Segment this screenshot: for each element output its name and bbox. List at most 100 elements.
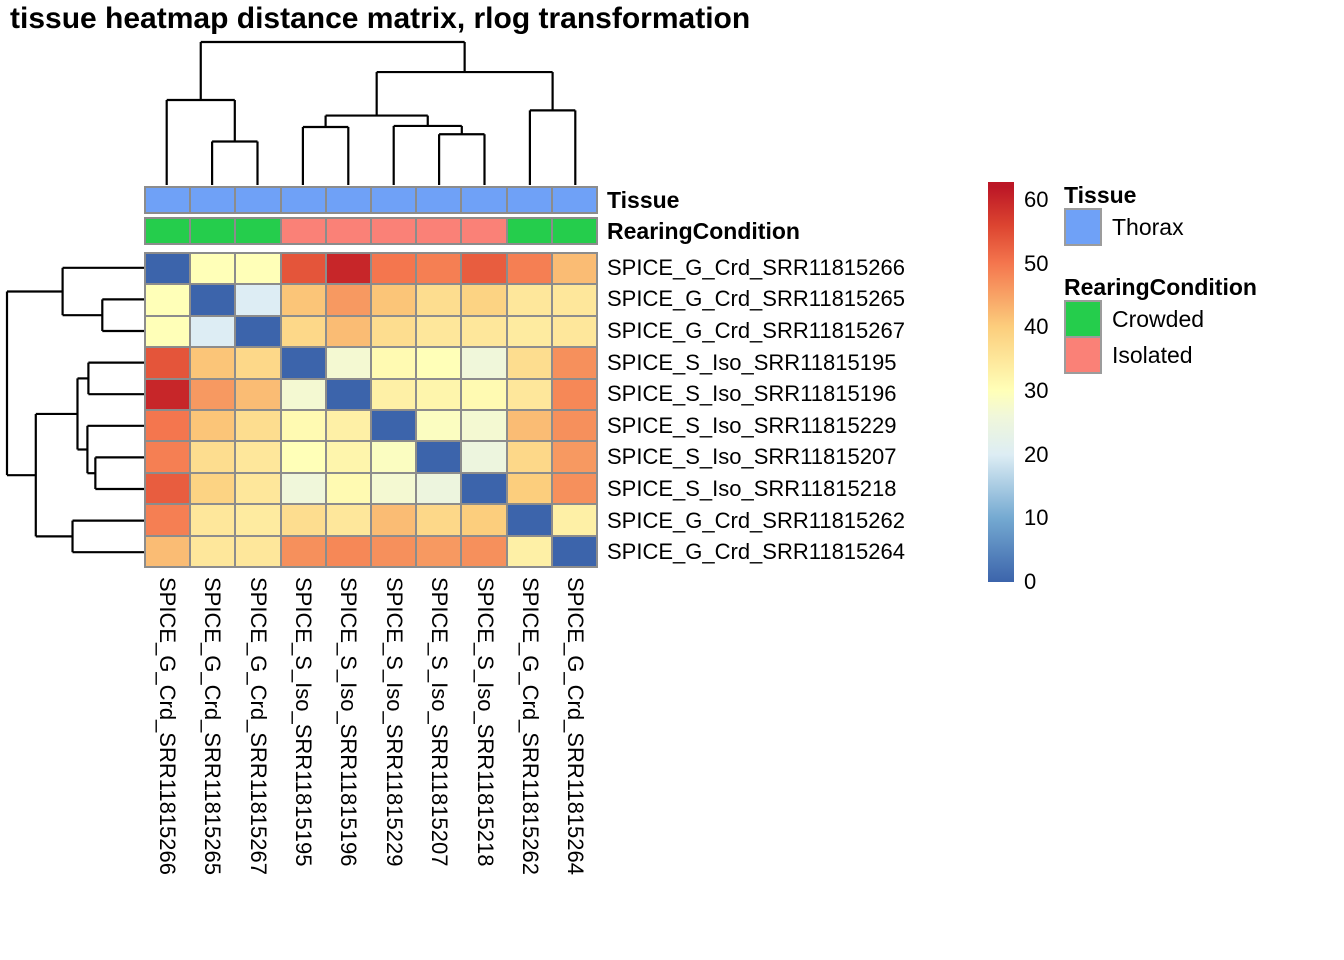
heatmap-cell-r2-c9 [507, 285, 551, 315]
heatmap-cell-r7-c7 [417, 442, 461, 472]
heatmap-cell-r6-c10 [552, 410, 596, 441]
legend-item-isolated: Isolated [1064, 336, 1334, 374]
heatmap-cell-r3-c2 [191, 316, 235, 347]
heatmap-cell-r9-c8 [462, 505, 506, 535]
heatmap-cell-r6-c3 [236, 410, 280, 441]
row-label: SPICE_S_Iso_SRR11815195 [607, 349, 897, 375]
heatmap-cell-r8-c8 [462, 473, 506, 504]
heatmap-cell-r3-c1 [146, 316, 190, 347]
heatmap-cell-r7-c3 [236, 442, 280, 472]
heatmap-cell-r5-c4 [281, 379, 325, 409]
heatmap-cell-r1-c1 [146, 254, 190, 284]
heatmap-cell-r4-c2 [191, 348, 235, 378]
heatmap-cell-r6-c4 [281, 410, 325, 441]
tissue-annotation-bar [144, 186, 598, 214]
heatmap-cell-r3-c4 [281, 316, 325, 347]
legend-swatch-isolated [1064, 336, 1102, 374]
rearing-annotation-cell [462, 219, 506, 243]
row-dendrogram [5, 266, 144, 554]
heatmap-cell-r2-c5 [326, 285, 370, 315]
heatmap-grid [144, 252, 598, 568]
column-label: SPICE_G_Crd_SRR11815265 [200, 577, 226, 875]
tissue-annotation-cell [326, 188, 370, 212]
heatmap-cell-r8-c3 [236, 473, 280, 504]
colorbar-tick-40: 40 [1024, 314, 1049, 340]
heatmap-cell-r3-c6 [372, 316, 416, 347]
heatmap-cell-r1-c6 [372, 254, 416, 284]
column-label: SPICE_S_Iso_SRR11815195 [290, 577, 316, 867]
column-label: SPICE_S_Iso_SRR11815207 [427, 577, 453, 867]
heatmap-cell-r1-c7 [417, 254, 461, 284]
heatmap-cell-r4-c1 [146, 348, 190, 378]
heatmap-cell-r6-c6 [372, 410, 416, 441]
heatmap-cell-r10-c8 [462, 536, 506, 566]
tissue-annotation-cell [146, 188, 190, 212]
heatmap-cell-r8-c4 [281, 473, 325, 504]
heatmap-cell-r6-c9 [507, 410, 551, 441]
heatmap-cell-r5-c6 [372, 379, 416, 409]
colorbar-tick-0: 0 [1024, 569, 1037, 594]
tissue-annotation-cell [281, 188, 325, 212]
heatmap-cell-r7-c9 [507, 442, 551, 472]
row-label: SPICE_G_Crd_SRR11815267 [607, 317, 905, 343]
tissue-annotation-cell [552, 188, 596, 212]
heatmap-cell-r1-c9 [507, 254, 551, 284]
heatmap-cell-r7-c2 [191, 442, 235, 472]
heatmap-cell-r3-c5 [326, 316, 370, 347]
colorbar-tick-10: 10 [1024, 505, 1049, 531]
column-label: SPICE_S_Iso_SRR11815218 [472, 577, 498, 867]
heatmap-cell-r3-c3 [236, 316, 280, 347]
legend-group-title-tissue: Tissue [1064, 182, 1137, 208]
heatmap-cell-r6-c7 [417, 410, 461, 441]
rearing-condition-annotation-label: RearingCondition [607, 217, 800, 244]
heatmap-cell-r1-c3 [236, 254, 280, 284]
tissue-annotation-cell [236, 188, 280, 212]
heatmap-cell-r10-c2 [191, 536, 235, 566]
legend-item-crowded: Crowded [1064, 300, 1334, 338]
heatmap-cell-r8-c2 [191, 473, 235, 504]
heatmap-cell-r10-c1 [146, 536, 190, 566]
tissue-annotation-cell [372, 188, 416, 212]
heatmap-cell-r9-c10 [552, 505, 596, 535]
heatmap-cell-r10-c5 [326, 536, 370, 566]
heatmap-cell-r4-c7 [417, 348, 461, 378]
heatmap-cell-r5-c2 [191, 379, 235, 409]
heatmap-cell-r7-c10 [552, 442, 596, 472]
rearing-annotation-cell [417, 219, 461, 243]
heatmap-cell-r9-c7 [417, 505, 461, 535]
row-label: SPICE_G_Crd_SRR11815266 [607, 254, 905, 280]
heatmap-cell-r8-c6 [372, 473, 416, 504]
row-label: SPICE_G_Crd_SRR11815262 [607, 507, 905, 533]
heatmap-cell-r2-c8 [462, 285, 506, 315]
legend-swatch-thorax [1064, 208, 1102, 246]
row-label: SPICE_S_Iso_SRR11815196 [607, 381, 897, 407]
heatmap-cell-r9-c3 [236, 505, 280, 535]
heatmap-cell-r9-c1 [146, 505, 190, 535]
tissue-annotation-label: Tissue [607, 186, 680, 213]
heatmap-cell-r8-c1 [146, 473, 190, 504]
heatmap-cell-r4-c6 [372, 348, 416, 378]
heatmap-cell-r9-c2 [191, 505, 235, 535]
heatmap-cell-r2-c2 [191, 285, 235, 315]
heatmap-cell-r9-c5 [326, 505, 370, 535]
column-label: SPICE_G_Crd_SRR11815266 [154, 577, 180, 875]
heatmap-cell-r2-c7 [417, 285, 461, 315]
colorbar-tick-50: 50 [1024, 250, 1049, 276]
column-label: SPICE_S_Iso_SRR11815196 [336, 577, 362, 867]
rearing-annotation-cell [372, 219, 416, 243]
heatmap-cell-r4-c8 [462, 348, 506, 378]
heatmap-cell-r8-c7 [417, 473, 461, 504]
heatmap-cell-r4-c10 [552, 348, 596, 378]
heatmap-cell-r2-c3 [236, 285, 280, 315]
rearing-condition-annotation-bar [144, 217, 598, 245]
tissue-annotation-cell [507, 188, 551, 212]
heatmap-cell-r4-c3 [236, 348, 280, 378]
heatmap-cell-r1-c8 [462, 254, 506, 284]
heatmap-cell-r4-c4 [281, 348, 325, 378]
heatmap-cell-r4-c9 [507, 348, 551, 378]
heatmap-cell-r2-c10 [552, 285, 596, 315]
heatmap-cell-r1-c5 [326, 254, 370, 284]
chart-title: tissue heatmap distance matrix, rlog tra… [10, 2, 751, 35]
column-label: SPICE_G_Crd_SRR11815264 [563, 577, 589, 875]
heatmap-cell-r1-c10 [552, 254, 596, 284]
